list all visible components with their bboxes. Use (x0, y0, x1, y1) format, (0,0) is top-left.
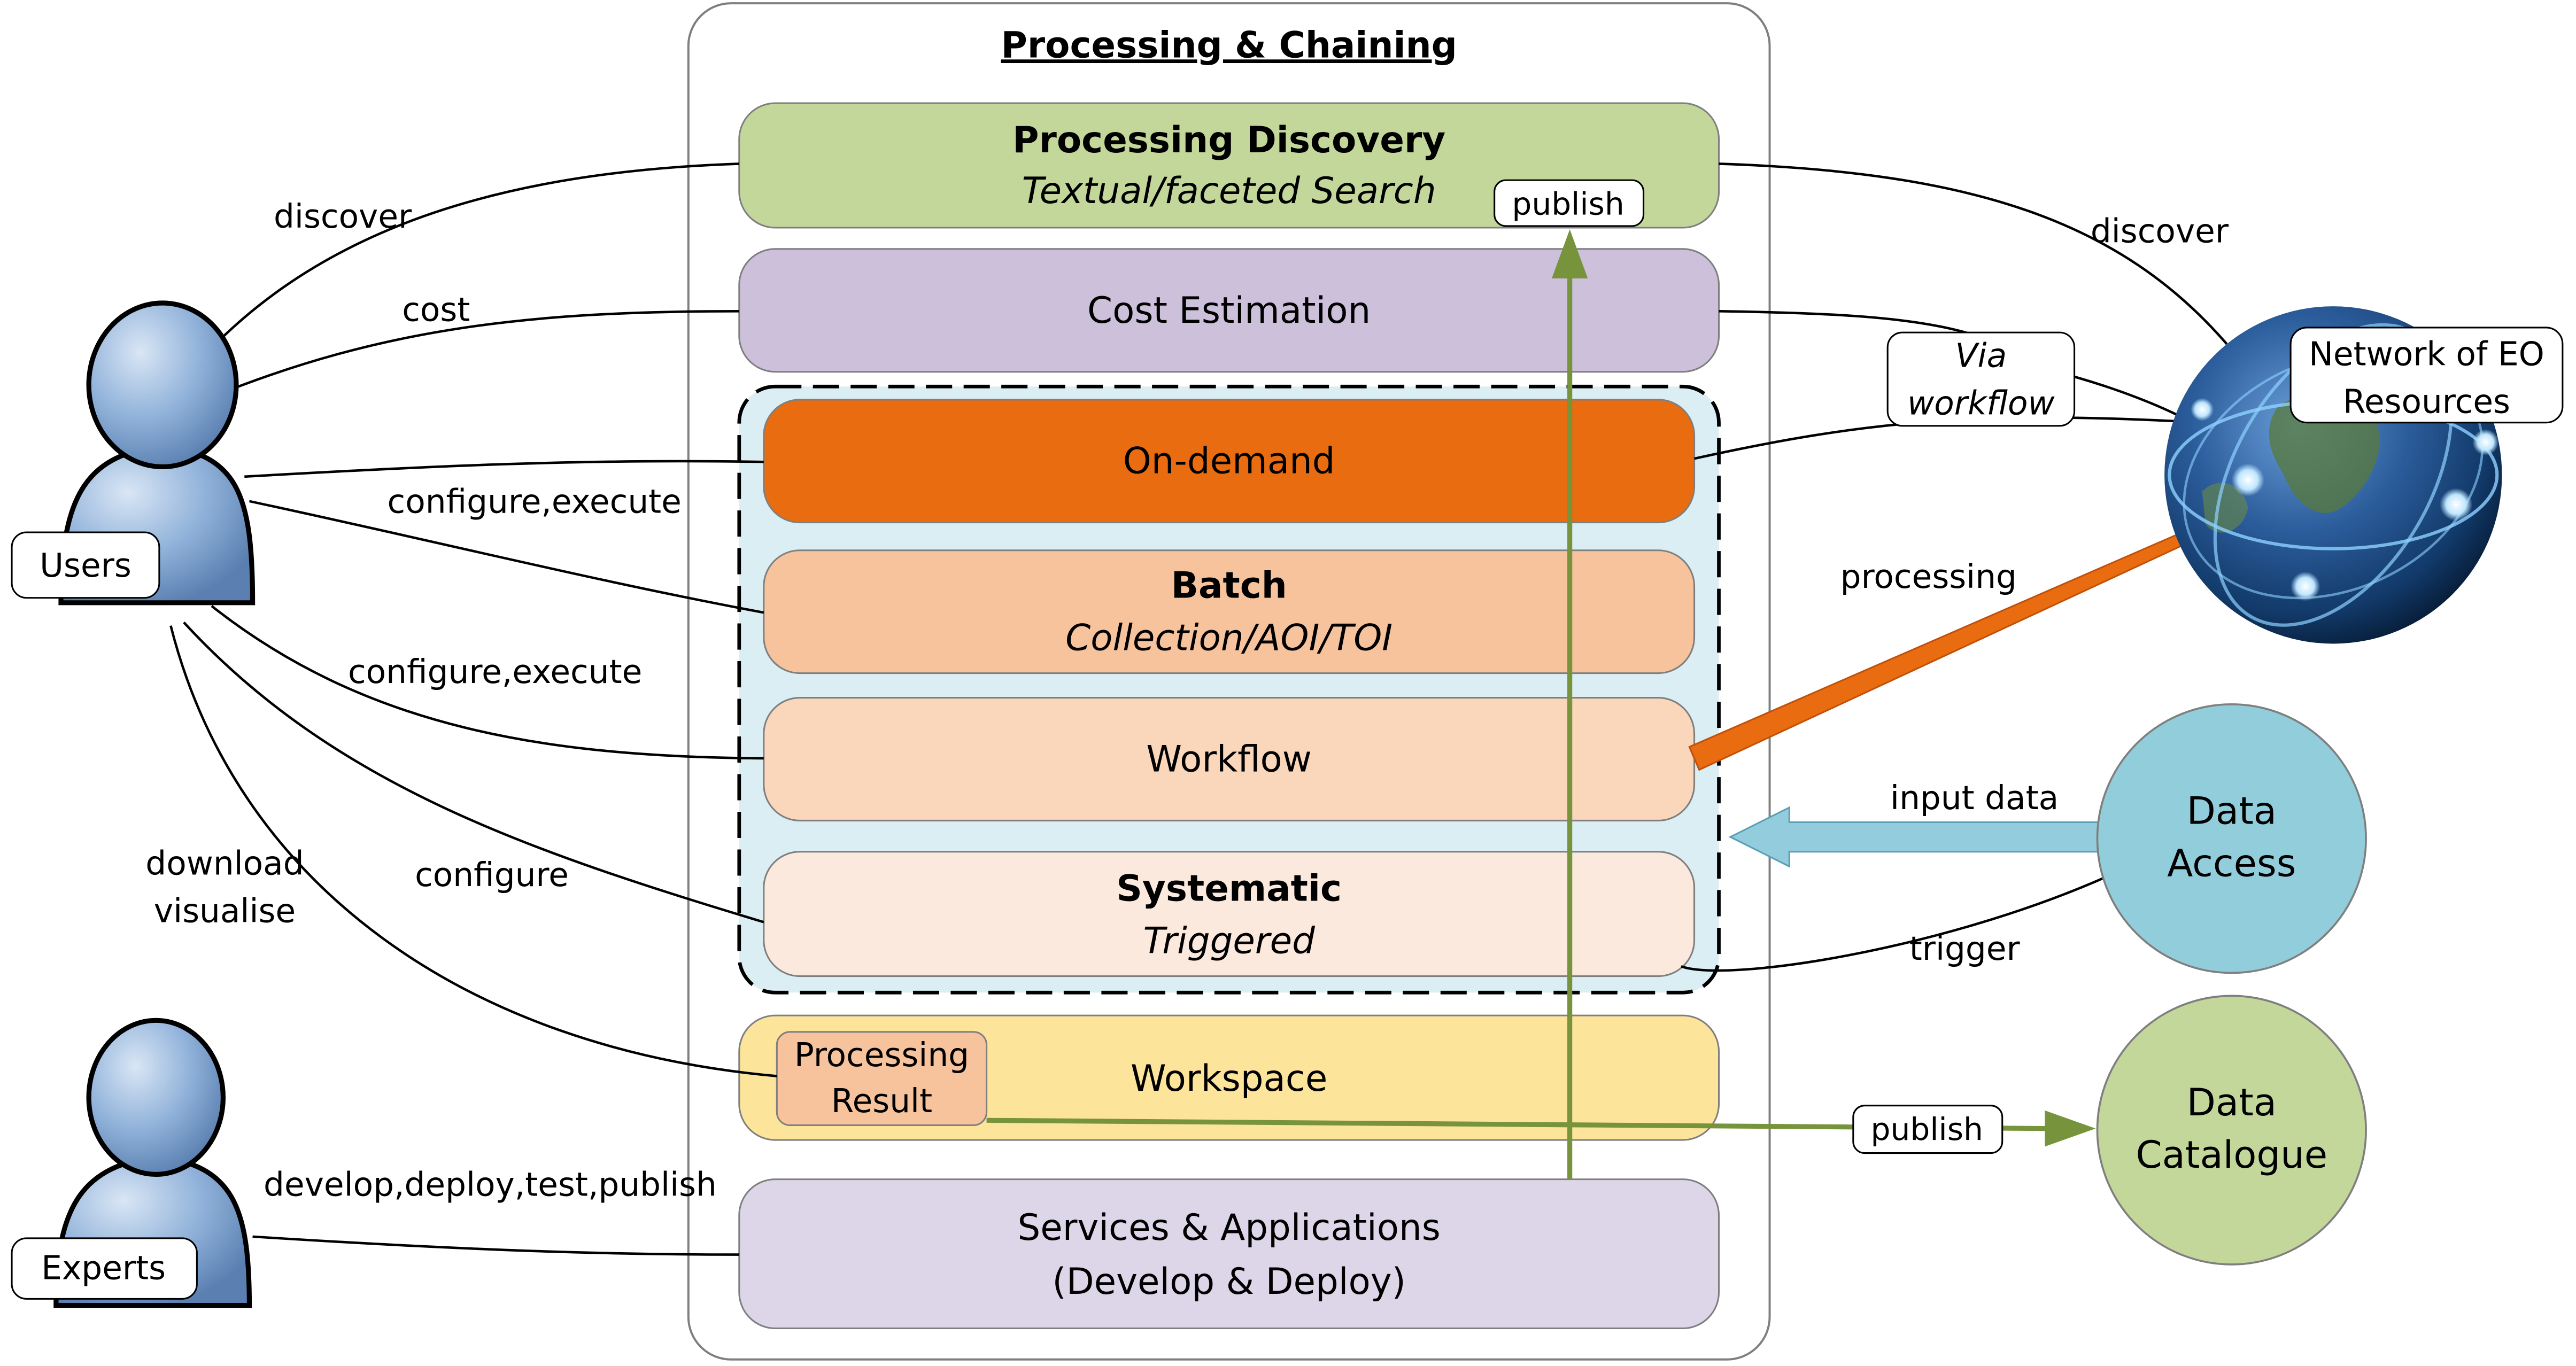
processing-result-box[interactable] (776, 1031, 988, 1127)
experts-label-box (11, 1237, 198, 1300)
services-line1: Services & Applications (1017, 1206, 1440, 1248)
network-label-line1: Network of EO (2309, 335, 2544, 373)
processing-modes-group (737, 384, 1721, 995)
data-catalogue-line1: Data (2187, 1081, 2277, 1124)
services-applications-box[interactable] (738, 1178, 1720, 1330)
processing-result-line1: Processing (794, 1036, 969, 1074)
publish-catalogue-arrowhead (2045, 1110, 2096, 1147)
label-configure-execute-2: configure,execute (348, 653, 642, 691)
systematic-box[interactable] (763, 851, 1696, 977)
label-trigger: trigger (1909, 930, 2021, 968)
services-line2: (Develop & Deploy) (1052, 1260, 1406, 1302)
batch-subtitle: Collection/AOI/TOI (1065, 617, 1393, 659)
batch-title: Batch (1171, 564, 1287, 607)
user-connectors (169, 162, 777, 1256)
label-via: Via (1955, 337, 2007, 375)
publish-label-bottom-box (1852, 1105, 2003, 1154)
data-access-node[interactable] (2096, 703, 2367, 974)
label-configure-execute-1: configure,execute (388, 483, 682, 521)
label-configure: configure (415, 856, 569, 894)
users-label-box (11, 531, 160, 599)
data-access-line2: Access (2167, 842, 2296, 886)
systematic-title: Systematic (1116, 867, 1342, 910)
label-processing: processing (1840, 558, 2017, 596)
label-discover-right: discover (2091, 213, 2229, 251)
input-data-arrow (1728, 806, 2102, 868)
label-develop: develop,deploy,test,publish (264, 1166, 717, 1204)
label-download: download (145, 845, 304, 883)
network-label-line2: Resources (2343, 383, 2510, 421)
publish-up-arrowhead (1551, 229, 1588, 279)
workspace-title: Workspace (1131, 1057, 1327, 1099)
network-label-box (2289, 327, 2564, 424)
publish-label-top: publish (1512, 185, 1624, 222)
cost-estimation-title: Cost Estimation (1087, 289, 1371, 331)
label-cost: cost (402, 291, 470, 329)
data-catalogue-node[interactable] (2096, 995, 2367, 1266)
processing-discovery-title: Processing Discovery (1012, 119, 1445, 161)
users-label: Users (40, 547, 131, 585)
publish-label-top-box (1494, 179, 1645, 227)
data-catalogue-line2: Catalogue (2136, 1133, 2327, 1177)
processing-result-line2: Result (831, 1082, 932, 1120)
via-workflow-box (1886, 331, 2076, 427)
processing-discovery-box[interactable] (738, 102, 1720, 229)
on-demand-title: On-demand (1123, 440, 1335, 482)
label-input-data: input data (1890, 779, 2059, 817)
workflow-title: Workflow (1146, 738, 1312, 780)
data-access-line1: Data (2187, 789, 2277, 833)
label-discover-left: discover (274, 198, 412, 236)
label-visualise: visualise (154, 892, 296, 930)
label-workflow: workflow (1907, 384, 2055, 422)
systematic-subtitle: Triggered (1143, 920, 1316, 962)
publish-label-bottom: publish (1871, 1111, 1983, 1147)
page-title: Processing & Chaining (1001, 24, 1457, 66)
experts-label: Experts (41, 1249, 166, 1287)
processing-discovery-subtitle: Textual/faceted Search (1022, 169, 1436, 212)
